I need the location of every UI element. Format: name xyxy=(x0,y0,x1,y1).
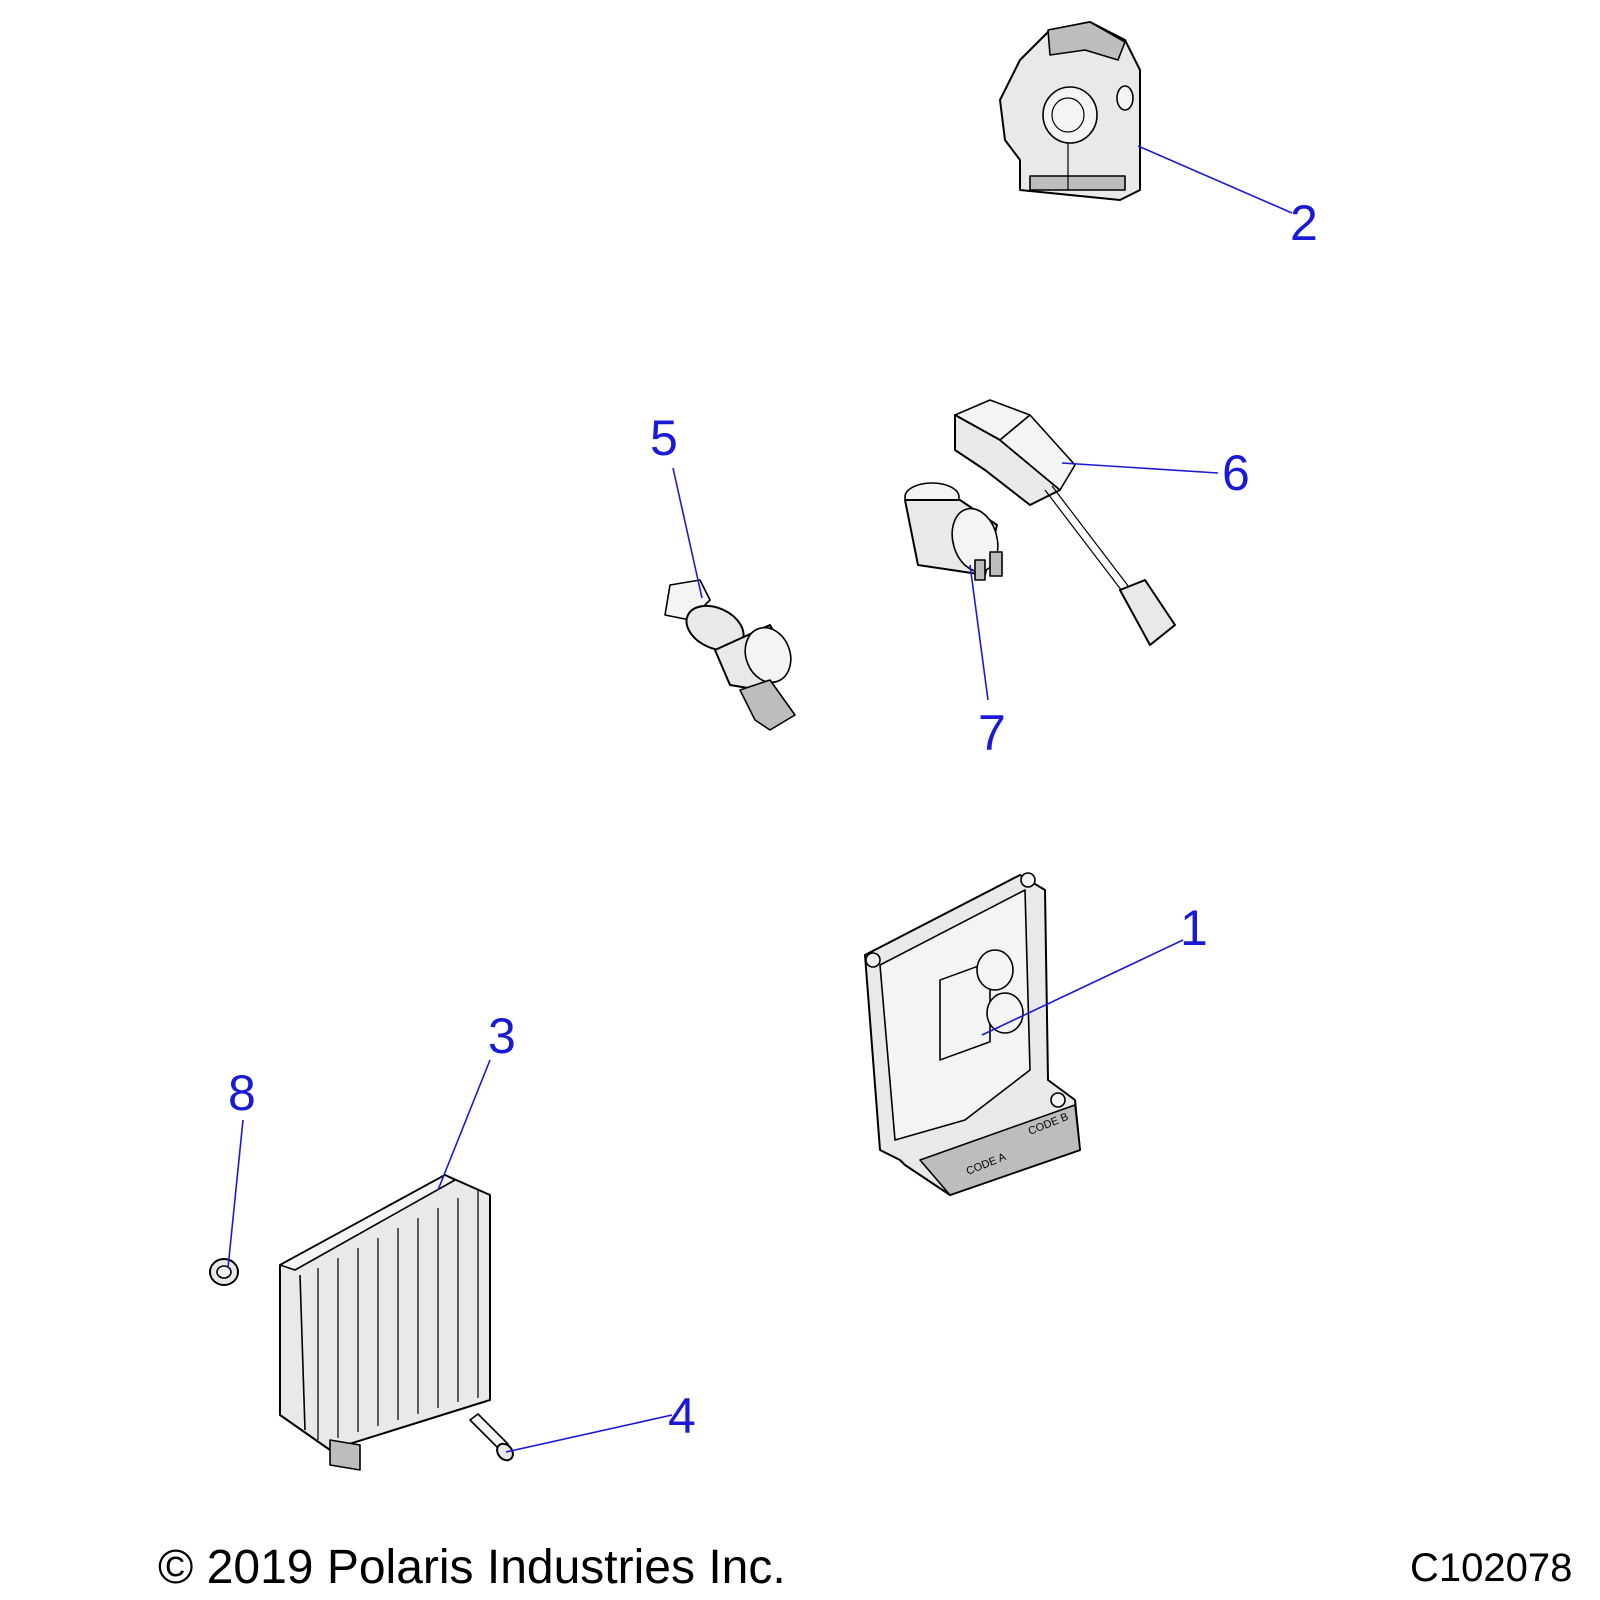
leader-line-7 xyxy=(969,564,989,701)
callout-5: 5 xyxy=(650,410,678,466)
figure-code: C102078 xyxy=(1410,1546,1573,1590)
part-6-accessory-module xyxy=(954,399,1176,646)
leader-line-5 xyxy=(672,467,703,599)
part-1-ecu: CODE A CODE B xyxy=(864,872,1081,1196)
leader-line-1 xyxy=(981,939,1184,1036)
callout-6: 6 xyxy=(1222,445,1250,501)
callout-7: 7 xyxy=(978,705,1006,761)
part-5-ignition-switch xyxy=(664,579,796,731)
leader-line-4 xyxy=(505,1414,673,1453)
leader-line-8 xyxy=(227,1119,244,1269)
leader-line-2 xyxy=(1137,145,1293,214)
part-2-switch-housing xyxy=(999,21,1141,201)
leader-line-6 xyxy=(1061,462,1219,474)
callout-1: 1 xyxy=(1180,900,1208,956)
callout-8: 8 xyxy=(228,1065,256,1121)
copyright-text: © 2019 Polaris Industries Inc. xyxy=(158,1541,786,1594)
callout-2: 2 xyxy=(1290,195,1318,251)
part-3-voltage-regulator xyxy=(279,1174,491,1471)
callout-3: 3 xyxy=(488,1008,516,1064)
part-4-screw xyxy=(469,1413,514,1462)
part-7-relay xyxy=(904,482,1003,581)
part-8-nut xyxy=(209,1258,239,1286)
leader-line-3 xyxy=(437,1059,491,1191)
callout-4: 4 xyxy=(668,1388,696,1444)
